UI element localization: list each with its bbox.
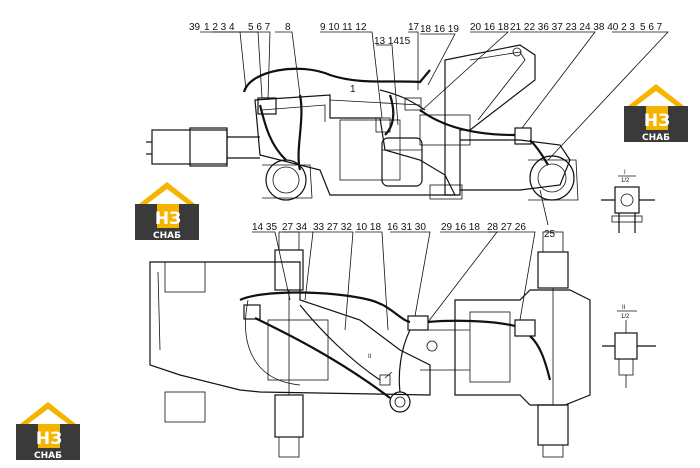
front-frame-plan	[454, 289, 591, 406]
label-33-32: 33 27 32	[313, 222, 352, 233]
label-13-15: 13 1415	[374, 36, 411, 47]
label-10-18: 10 18	[356, 222, 381, 233]
detail-ii-number: II	[622, 305, 626, 311]
label-5-7a: 5 6 7	[248, 22, 271, 33]
label-section-1: 1	[350, 84, 356, 95]
front-tower	[444, 44, 536, 196]
mid-valve-plan	[407, 315, 429, 331]
label-39: 39	[189, 22, 201, 33]
label-9-12: 9 10 11 12	[320, 22, 367, 33]
rear-wheels-plan	[274, 231, 304, 458]
label-27-34: 27 34	[282, 222, 307, 233]
rear-valve-plan	[243, 304, 261, 320]
detail-ii	[602, 310, 656, 388]
logo-top-right: НЗ СНАБ	[624, 84, 688, 143]
logo-letters: НЗ	[644, 111, 670, 131]
detail-ii-scale: 1/2	[621, 314, 630, 320]
front-valve-plan	[514, 319, 536, 337]
logo-letters: НЗ	[155, 209, 181, 229]
label-25: 25	[544, 229, 556, 240]
plan-view	[149, 231, 591, 458]
labels-top: 39 1 2 3 4 5 6 7 8 9 10 11 12 13 1415 17…	[189, 22, 663, 240]
label-28-26: 28 27 26	[487, 222, 526, 233]
label-21-3: 21 22 36 37 23 24 38 40 2 3	[510, 22, 635, 33]
label-8: 8	[285, 22, 291, 33]
logo-middle-left: НЗ СНАБ	[135, 182, 199, 241]
label-18-19: 18 16 19	[420, 24, 459, 35]
logo-subtitle: СНАБ	[153, 231, 181, 241]
logo-bottom-left: НЗ СНАБ	[16, 402, 80, 461]
front-wheels-plan	[537, 231, 569, 458]
brake-valve-rear	[257, 97, 277, 115]
logo-subtitle: СНАБ	[34, 451, 62, 461]
cylinder-collar	[189, 127, 228, 167]
label-1-4: 1 2 3 4	[204, 22, 235, 33]
detail-i-valve	[614, 186, 640, 214]
rear-frame-plan	[149, 261, 431, 396]
front-wheel-side	[528, 155, 579, 201]
label-14-35: 14 35	[252, 222, 277, 233]
label-20-18: 20 16 18	[470, 22, 509, 33]
label-16-30: 16 31 30	[387, 222, 426, 233]
air-line-plan	[239, 291, 411, 324]
detail-i	[601, 175, 655, 233]
labels-bottom: 14 35 27 34 33 27 32 10 18 16 31 30 29 1…	[252, 222, 526, 360]
label-section-ii: II	[368, 354, 372, 360]
air-line-top	[242, 67, 431, 93]
label-5-7b: 5 6 7	[640, 22, 663, 33]
label-29-18: 29 16 18	[441, 222, 480, 233]
logo-subtitle: СНАБ	[642, 133, 670, 143]
detail-i-scale: 1/2	[621, 178, 630, 184]
label-17: 17	[408, 22, 420, 33]
detail-ii-valve	[614, 332, 638, 360]
side-view	[146, 31, 669, 226]
air-tank	[381, 137, 423, 187]
detail-i-number: I	[624, 170, 626, 176]
logo-letters: НЗ	[36, 429, 62, 449]
detail-labels: I 1/2 II 1/2	[621, 170, 630, 320]
